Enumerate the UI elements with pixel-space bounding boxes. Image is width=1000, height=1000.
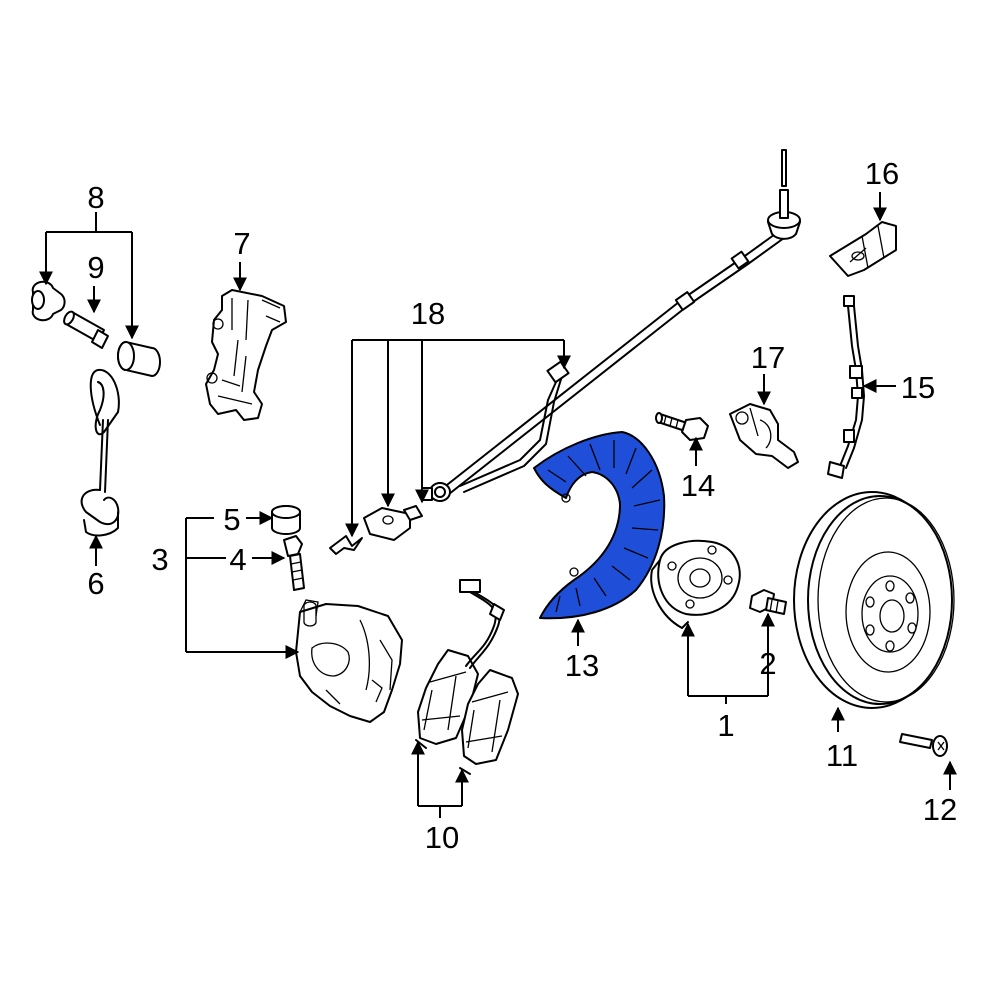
callout-10: 10 — [425, 820, 459, 855]
callout-9: 9 — [87, 250, 104, 285]
callout-16: 16 — [865, 156, 899, 191]
callout-8: 8 — [87, 180, 104, 215]
part-5-bleeder-cap — [271, 505, 301, 535]
callout-5: 5 — [223, 502, 240, 537]
part-4-bleeder-screw — [283, 535, 305, 591]
callout-2: 2 — [759, 646, 776, 681]
part-18-brake-hose — [329, 149, 801, 555]
part-2-hub-bolt — [749, 589, 787, 615]
part-12-rotor-screw — [899, 733, 948, 757]
callout-4: 4 — [229, 542, 246, 577]
part-13-splash-shield — [533, 431, 666, 620]
callout-3: 3 — [151, 542, 168, 577]
part-17-abs-sensor — [729, 403, 799, 469]
part-15-sensor-wire — [827, 295, 865, 479]
splash-shield-fill — [533, 431, 666, 620]
callout-13: 13 — [565, 648, 599, 683]
part-1-wheel-hub — [650, 539, 741, 629]
part-9-guide-pin — [63, 310, 109, 349]
part-8-bushings — [31, 280, 161, 377]
part-11-brake-rotor — [793, 491, 955, 709]
callout-1: 1 — [717, 708, 734, 743]
leader-lines — [39, 192, 957, 818]
callout-17: 17 — [751, 340, 785, 375]
part-10-brake-pads — [415, 649, 519, 775]
part-16-bracket — [829, 221, 897, 277]
callout-labels: 1 2 3 4 5 6 7 8 9 10 11 12 13 14 15 16 1… — [87, 156, 957, 855]
callout-6: 6 — [87, 566, 104, 601]
callout-18: 18 — [411, 296, 445, 331]
callout-12: 12 — [923, 792, 957, 827]
callout-14: 14 — [681, 468, 715, 503]
part-14-bolt — [655, 412, 709, 441]
part-7-caliper-bracket — [205, 289, 287, 421]
part-3-caliper — [295, 599, 403, 723]
part-6-spring-clip — [80, 368, 120, 537]
callout-7: 7 — [233, 226, 250, 261]
callout-11: 11 — [826, 738, 858, 773]
part-10-wear-sensor — [459, 579, 505, 669]
callout-15: 15 — [901, 370, 935, 405]
